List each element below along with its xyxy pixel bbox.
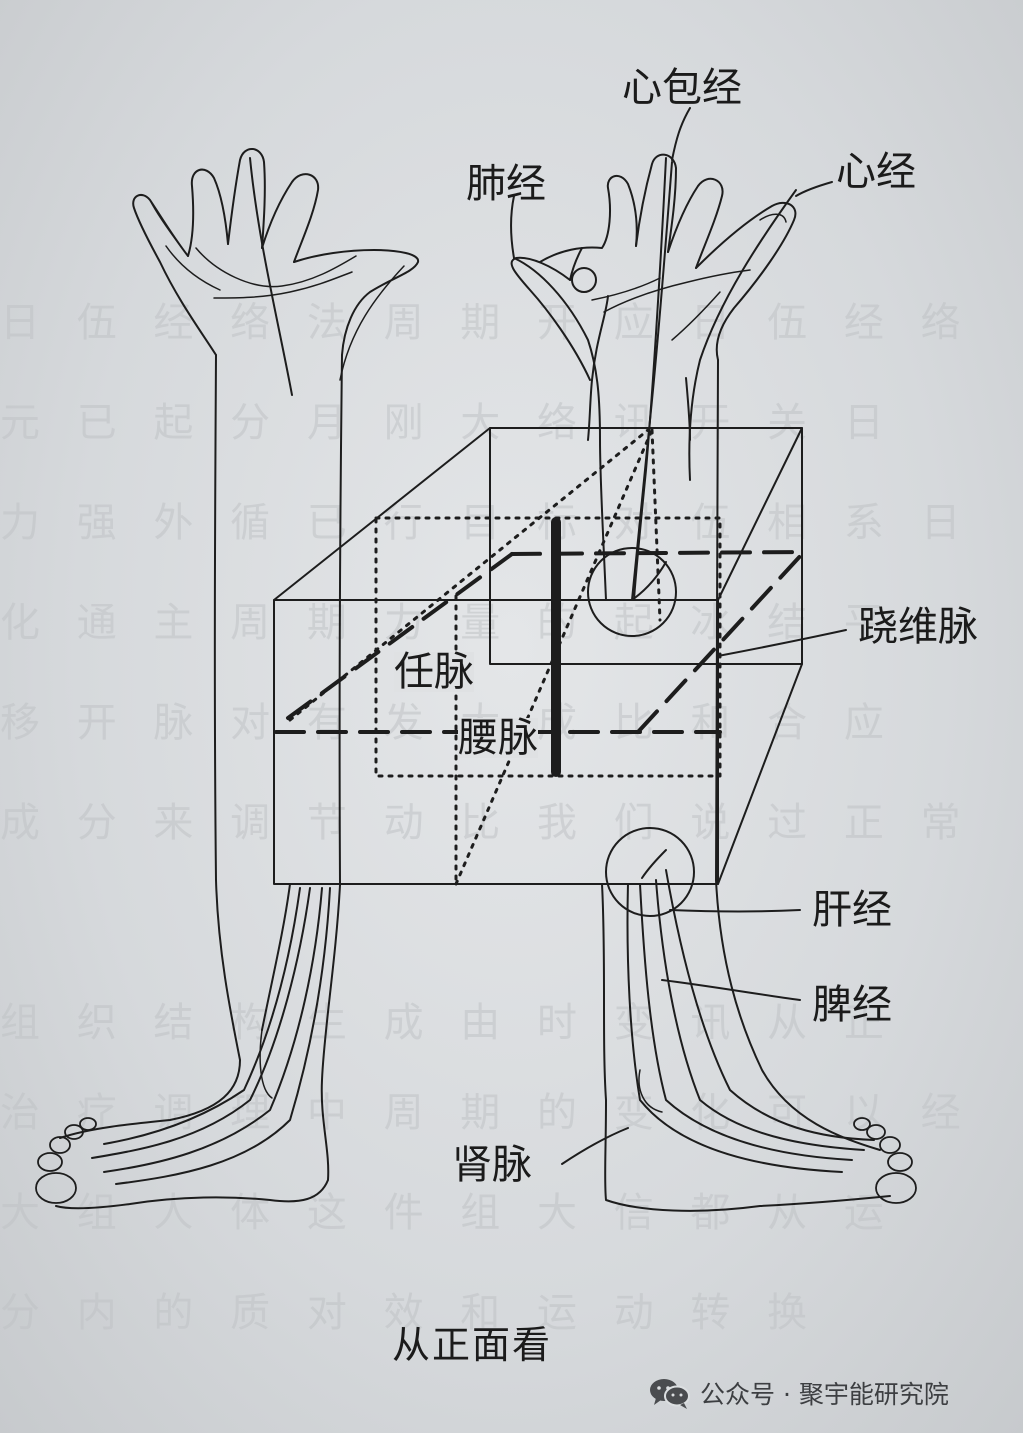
label-gan-jing: 肝经	[812, 887, 892, 933]
upper-meridian-junction	[605, 561, 667, 602]
label-xinbao-jing: 心包经	[622, 65, 742, 111]
right-hand	[510, 153, 797, 381]
right-arm	[587, 359, 719, 881]
right-leg-meridians	[626, 869, 875, 1173]
leader-shen	[561, 1127, 629, 1165]
cube-inner-dotted	[288, 428, 722, 886]
leader-gan	[669, 909, 801, 913]
upper-circle	[587, 547, 677, 637]
leader-pi	[661, 979, 801, 1001]
palm-acupoint	[571, 267, 597, 293]
left-arm	[213, 354, 343, 886]
right-toes	[853, 1117, 917, 1204]
cube	[273, 427, 803, 885]
watermark: 公众号 · 聚宇能研究院	[648, 1373, 949, 1413]
left-hand	[132, 148, 419, 381]
left-leg	[55, 879, 341, 1210]
leader-fei	[510, 195, 515, 259]
left-arm-meridian	[249, 157, 293, 396]
watermark-text: 公众号 · 聚宇能研究院	[700, 1380, 949, 1409]
lower-meridian-junction	[641, 849, 667, 879]
left-leg-meridians	[91, 887, 331, 1185]
label-ren-mai: 任脉	[394, 649, 474, 695]
right-leg	[601, 879, 891, 1212]
right-arm-meridians	[513, 157, 797, 601]
waist-band-dashed	[274, 550, 806, 734]
leader-xin	[795, 181, 833, 197]
leader-xinbao	[671, 107, 691, 161]
label-shen-mai: 肾脉	[452, 1142, 532, 1188]
left-toes	[35, 1117, 97, 1204]
wechat-icon	[650, 1379, 690, 1409]
label-pi-jing: 脾经	[812, 982, 892, 1028]
label-xin-jing: 心经	[836, 149, 916, 195]
figure-caption: 从正面看	[392, 1323, 553, 1367]
lower-circle	[605, 827, 695, 917]
label-yao-mai: 腰脉	[458, 715, 538, 761]
label-fei-jing: 肺经	[466, 161, 546, 207]
label-qiaowei-mai: 跷维脉	[858, 604, 978, 650]
leader-qiaowei	[717, 629, 847, 657]
